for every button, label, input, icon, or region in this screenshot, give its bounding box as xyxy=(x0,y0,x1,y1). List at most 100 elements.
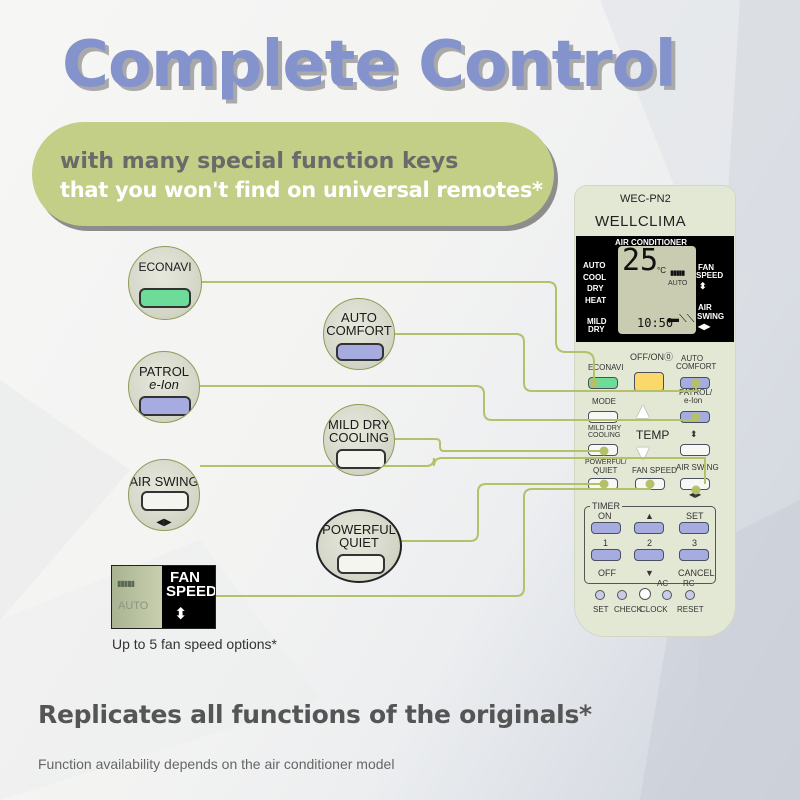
label-mode: MODE xyxy=(592,397,616,406)
label-patrol: PATROL/ xyxy=(679,388,713,397)
label-2: 2 xyxy=(647,538,653,548)
timer-down-button[interactable] xyxy=(634,549,664,561)
callout-auto-comfort: AUTO COMFORT xyxy=(323,298,395,370)
display-temperature: 25 xyxy=(622,243,659,278)
banner-line-1: with many special function keys xyxy=(60,149,459,174)
label-comfort: COMFORT xyxy=(676,362,717,371)
mode-auto: AUTO xyxy=(583,261,606,270)
label-swing: SWING xyxy=(697,312,725,321)
cooling-label: COOLING xyxy=(329,430,389,445)
label-off-on: OFF/ON⓪ xyxy=(630,352,673,362)
fan-auto-label: AUTO xyxy=(118,600,149,612)
down-arrow-icon: ▼ xyxy=(645,568,654,578)
label-econavi: ECONAVI xyxy=(588,363,624,372)
banner-line-2: that you won't find on universal remotes… xyxy=(60,178,543,202)
timer-set-button[interactable] xyxy=(679,522,709,534)
callout-air-swing: AIR SWING ◀▶ xyxy=(128,459,200,531)
fan-bars-icon: ▮▮▮▮▮ xyxy=(117,579,135,588)
display-unit: °C xyxy=(657,266,666,275)
label-speed: SPEED xyxy=(696,271,724,280)
leftright-icon: ◀▶ xyxy=(698,322,711,331)
timer-cancel-button[interactable] xyxy=(679,549,709,561)
speed-label: SPEED xyxy=(166,583,216,600)
fan-caption: Up to 5 fan speed options* xyxy=(112,636,278,652)
mode-mild-dry: DRY xyxy=(588,325,605,334)
patrol-key[interactable] xyxy=(139,396,191,416)
leftright-icon: ◀▶ xyxy=(689,490,702,499)
label-rc: RC xyxy=(683,579,695,588)
callout-fan-speed: ▮▮▮▮▮ AUTO FAN SPEED ⬍ xyxy=(111,565,216,629)
label-powerful: POWERFUL/ xyxy=(585,459,627,466)
label-timer: TIMER xyxy=(590,501,622,511)
temp-up-button[interactable]: ▲ xyxy=(632,398,654,423)
footnote: Function availability depends on the air… xyxy=(38,756,395,772)
label-fan: FAN xyxy=(698,263,714,272)
label-bottom-set: SET xyxy=(593,605,609,614)
display-fan-auto: AUTO xyxy=(668,280,688,287)
air-swing-key[interactable] xyxy=(141,491,189,511)
subheadline: Replicates all functions of the original… xyxy=(38,700,592,729)
patrol-label: PATROL xyxy=(138,364,190,379)
powerful-quiet-key[interactable] xyxy=(337,554,385,574)
swing-louver-icon: ▬⟍⟍ xyxy=(668,313,695,325)
fan-speed-up-button[interactable] xyxy=(680,444,710,456)
updown-icon: ⬍ xyxy=(699,281,707,291)
label-reset: RESET xyxy=(677,605,704,614)
mode-mild: MILD xyxy=(587,317,607,326)
mild-dry-label: MILD DRY xyxy=(328,417,390,432)
label-eion: e-Ion xyxy=(684,396,703,405)
fan-bars-icon: ▮▮▮▮▮ xyxy=(670,270,685,277)
timer-off-button[interactable] xyxy=(591,549,621,561)
label-cancel: CANCEL xyxy=(678,568,715,578)
up-arrow-icon: ▲ xyxy=(645,511,654,521)
mild-dry-key[interactable] xyxy=(336,449,386,469)
timer-up-button[interactable] xyxy=(634,522,664,534)
callout-mild-dry: MILD DRY COOLING xyxy=(323,404,395,476)
label-off: OFF xyxy=(598,568,616,578)
econavi-key[interactable] xyxy=(139,288,191,308)
timer-group xyxy=(584,506,716,584)
updown-icon: ⬍ xyxy=(174,606,188,623)
ac-reset-pin-button[interactable] xyxy=(662,590,672,600)
mode-heat: HEAT xyxy=(585,296,607,305)
comfort-label: COMFORT xyxy=(326,323,392,338)
callout-econavi: ECONAVI xyxy=(128,246,202,320)
callout-patrol: PATROL e-Ion xyxy=(128,351,200,423)
auto-comfort-key[interactable] xyxy=(336,343,384,361)
label-temp: TEMP xyxy=(636,428,670,442)
label-on: ON xyxy=(598,511,612,521)
label-quiet: QUIET xyxy=(593,466,618,475)
check-pin-button[interactable] xyxy=(617,590,627,600)
label-check: CHECK xyxy=(614,605,643,614)
lcd-screen xyxy=(618,246,696,334)
label-auto: AUTO xyxy=(681,354,704,363)
banner: with many special function keys that you… xyxy=(32,122,554,226)
quiet-label: QUIET xyxy=(339,535,379,550)
label-clock: CLOCK xyxy=(640,605,668,614)
remote-model: WEC-PN2 xyxy=(620,193,671,205)
updown-icon: ⬍ xyxy=(690,429,698,439)
set-pin-button[interactable] xyxy=(595,590,605,600)
rc-reset-pin-button[interactable] xyxy=(685,590,695,600)
econavi-label: ECONAVI xyxy=(138,260,192,274)
label-set: SET xyxy=(686,511,704,521)
auto-label: AUTO xyxy=(341,310,377,325)
powerful-label: POWERFUL xyxy=(322,522,396,537)
label-air-swing: AIR SWING xyxy=(676,463,719,472)
mode-cool: COOL xyxy=(583,273,607,282)
leftright-icon: ◀▶ xyxy=(156,517,172,528)
label-mild-dry: MILD DRY xyxy=(588,425,622,432)
headline: Complete Control xyxy=(62,28,677,102)
label-cooling: COOLING xyxy=(588,432,621,439)
label-3: 3 xyxy=(692,538,698,548)
display-clock: 10:50 xyxy=(637,316,674,330)
eion-label: e-Ion xyxy=(149,377,179,392)
timer-on-button[interactable] xyxy=(591,522,621,534)
mode-dry: DRY xyxy=(587,284,604,293)
air-swing-label: AIR SWING xyxy=(129,474,199,489)
label-fan-speed: FAN SPEED xyxy=(632,466,677,475)
callout-powerful-quiet: POWERFUL QUIET xyxy=(316,509,402,583)
label-air: AIR xyxy=(698,303,712,312)
clock-pin-button[interactable] xyxy=(639,588,651,600)
